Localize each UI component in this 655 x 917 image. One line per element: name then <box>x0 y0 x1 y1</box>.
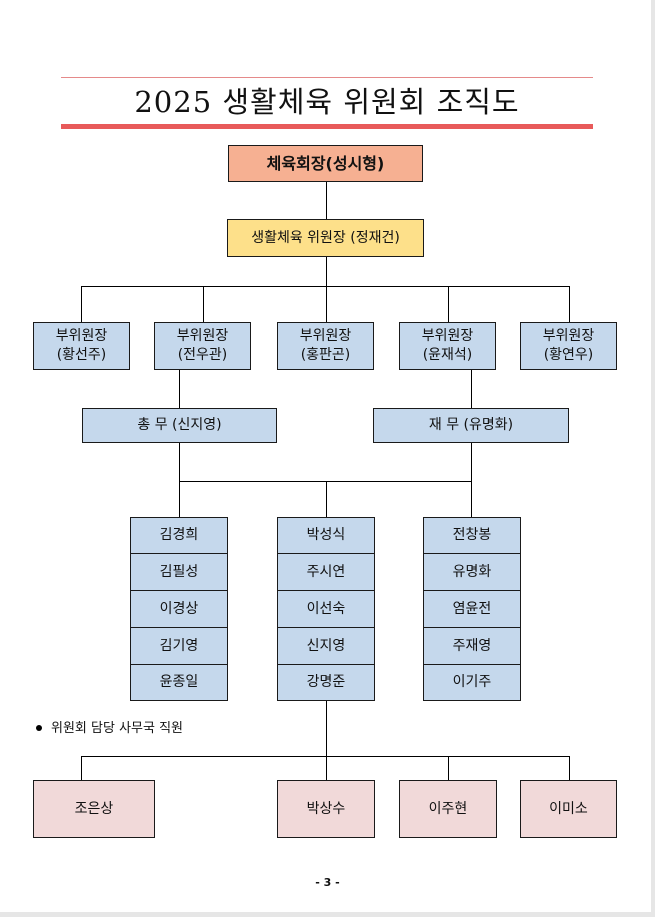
vice-chair-box: 부위원장 (황연우) <box>520 322 617 370</box>
member-box: 이경상 <box>130 590 228 628</box>
connector <box>326 286 327 322</box>
connector <box>471 370 472 408</box>
connector <box>179 481 472 482</box>
member-box: 이선숙 <box>277 590 375 628</box>
treasurer-box: 재 무 (유명화) <box>373 408 569 443</box>
chair-box: 체육회장(성시형) <box>228 145 423 182</box>
staff-box: 이미소 <box>520 780 617 838</box>
member-box: 강명준 <box>277 664 375 701</box>
vice-chair-box: 부위원장 (홍판곤) <box>277 322 374 370</box>
member-box: 박성식 <box>277 517 375 554</box>
connector <box>81 756 82 780</box>
vice-chair-title: 부위원장 <box>176 328 229 344</box>
member-box: 주재영 <box>423 627 521 665</box>
vice-chair-name: (홍판곤) <box>300 347 351 363</box>
connector <box>471 481 472 517</box>
connector <box>569 756 570 780</box>
title-rule-top <box>61 77 593 78</box>
connector <box>81 286 82 322</box>
vice-chair-title: 부위원장 <box>542 328 595 344</box>
committee-chair-box: 생활체육 위원장 (정재건) <box>227 219 424 257</box>
member-box: 김기영 <box>130 627 228 665</box>
vice-chair-name: (황선주) <box>56 347 107 363</box>
member-box: 염윤전 <box>423 590 521 628</box>
vice-chair-title: 부위원장 <box>55 328 108 344</box>
member-box: 신지영 <box>277 627 375 665</box>
connector <box>203 286 204 322</box>
member-box: 김필성 <box>130 553 228 591</box>
connector <box>471 443 472 481</box>
connector <box>326 756 327 780</box>
connector <box>326 701 327 756</box>
member-box: 주시연 <box>277 553 375 591</box>
page-edge-right <box>651 0 655 917</box>
vice-chair-name: (윤재석) <box>422 347 473 363</box>
staff-box: 조은상 <box>33 780 155 838</box>
member-box: 김경희 <box>130 517 228 554</box>
connector <box>326 257 327 286</box>
vice-chair-title: 부위원장 <box>421 328 474 344</box>
connector <box>569 286 570 322</box>
title-rule-bottom <box>61 124 593 129</box>
page-number: - 3 - <box>315 876 340 889</box>
connector <box>448 756 449 780</box>
member-box: 이기주 <box>423 664 521 701</box>
staff-box: 박상수 <box>277 780 375 838</box>
connector <box>179 370 180 408</box>
vice-chair-name: (전우관) <box>177 347 228 363</box>
connector <box>81 756 570 757</box>
vice-chair-title: 부위원장 <box>299 328 352 344</box>
staff-note-text: 위원회 담당 사무국 직원 <box>51 721 183 736</box>
connector <box>448 286 449 322</box>
general-affairs-box: 총 무 (신지영) <box>82 408 277 443</box>
staff-box: 이주현 <box>399 780 497 838</box>
connector <box>179 443 180 481</box>
member-box: 전창봉 <box>423 517 521 554</box>
page-edge-bottom <box>0 912 655 917</box>
bullet-icon <box>36 724 42 731</box>
vice-chair-box: 부위원장 (황선주) <box>33 322 130 370</box>
vice-chair-name: (황연우) <box>543 347 594 363</box>
member-box: 유명화 <box>423 553 521 591</box>
connector <box>326 481 327 517</box>
connector <box>326 181 327 219</box>
staff-note: 위원회 담당 사무국 직원 <box>36 720 183 738</box>
connector <box>81 286 570 287</box>
vice-chair-box: 부위원장 (전우관) <box>154 322 251 370</box>
connector <box>179 481 180 517</box>
page-title: 2025 생활체육 위원회 조직도 <box>134 85 520 119</box>
member-box: 윤종일 <box>130 664 228 701</box>
vice-chair-box: 부위원장 (윤재석) <box>399 322 496 370</box>
